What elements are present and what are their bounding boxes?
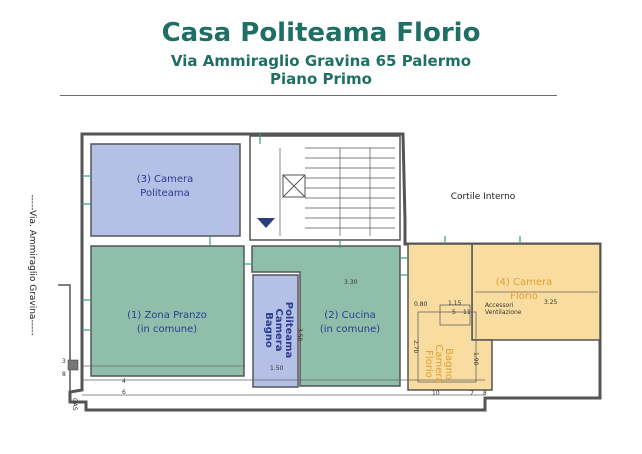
dim-115: 1.15 (448, 300, 462, 307)
label-bagno-florio-1: Bagno (443, 348, 454, 380)
marker-4: 4 (122, 378, 126, 385)
floor-label: Piano Primo (270, 70, 372, 88)
marker-8: 8 (483, 390, 487, 397)
dim-080: 0.80 (414, 301, 428, 308)
meter-box-icon (67, 359, 79, 371)
label-bagno-politeama-1: Bagno (263, 312, 274, 348)
dim-5: 5 (452, 309, 456, 316)
courtyard-label: Cortile Interno (451, 192, 516, 202)
entrance-arrow-icon (257, 218, 275, 228)
meter-label-8: 8 (62, 371, 66, 378)
room-bagno-florio (407, 243, 493, 391)
marker-7: 7 (470, 390, 474, 397)
divider (60, 95, 557, 96)
dim-cucina-width: 3.30 (344, 279, 358, 286)
marker-10: 10 (432, 390, 440, 397)
marker-6: 6 (122, 389, 126, 396)
label-bagno-florio-2: Camera (433, 344, 444, 383)
label-bagno-politeama-2: Camera (273, 309, 284, 352)
dim-bagno-height: 3.50 (296, 328, 303, 342)
label-bagno-politeama-3: Politeama (283, 302, 294, 359)
label-zona-pranzo-1: (1) Zona Pranzo (127, 310, 207, 321)
label-bagno-florio-3: Florio (423, 350, 434, 378)
address: Via Ammiraglio Gravina 65 Palermo (170, 52, 472, 70)
dim-bagno-width: 1.50 (270, 365, 284, 372)
dim-11: 11 (463, 309, 471, 316)
label-cucina-1: (2) Cucina (324, 310, 375, 321)
label-camera-politeama-1: (3) Camera (137, 174, 194, 185)
room-cucina (251, 245, 401, 387)
room-zona-pranzo (90, 245, 245, 377)
note-ventilazione: Ventilazione (485, 309, 522, 316)
street-label: -----Via. Ammiraglio Gravina----- (27, 194, 37, 335)
interior-details (82, 291, 598, 396)
page-title: Casa Politeama Florio (161, 18, 481, 48)
label-zona-pranzo-2: (in comune) (137, 324, 197, 335)
label-camera-politeama-2: Politeama (140, 188, 189, 199)
label-camera-florio-1: (4) Camera (496, 277, 553, 288)
dim-florio-width: 3.25 (544, 299, 558, 306)
meter-label-3: 3 (62, 358, 66, 365)
room-bagno-politeama (252, 274, 299, 388)
dim-270: 2.70 (412, 340, 419, 354)
room-camera-politeama (90, 143, 241, 237)
label-cucina-2: (in comune) (320, 324, 380, 335)
window-markers (82, 134, 521, 331)
dim-190: 1.90 (472, 352, 479, 366)
outer-walls (58, 132, 602, 412)
meter-label-gas: GAS (71, 398, 78, 411)
label-camera-florio-2: Florio (510, 291, 538, 302)
note-accessori: Accessori (485, 302, 514, 309)
stairwell (249, 135, 401, 241)
